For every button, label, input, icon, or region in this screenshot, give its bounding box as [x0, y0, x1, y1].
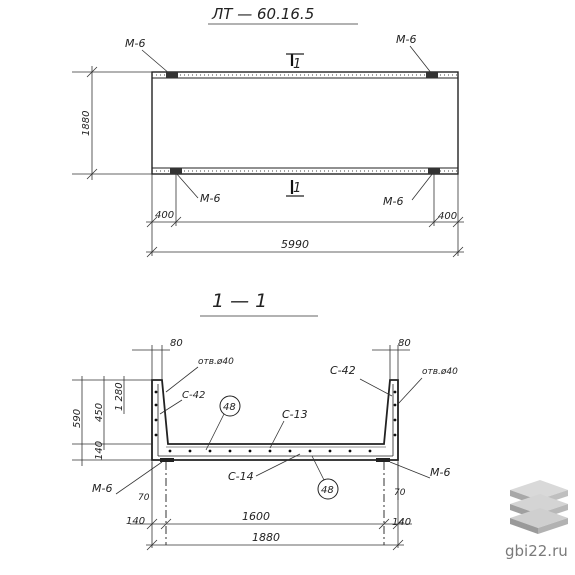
embedded-plate-top-right: [426, 72, 438, 78]
dim-inner-width-value: 1600: [242, 510, 270, 523]
plan-m6-top-right-label: М-6: [396, 33, 416, 46]
hole-right-label: отв.ø40: [422, 367, 458, 377]
callout-bottom-value: 48: [321, 485, 334, 496]
watermark-logo: [510, 480, 568, 534]
dim-wall-left-value: 80: [170, 338, 183, 349]
c13-leader: [269, 420, 285, 449]
embedded-plate-bottom-left: [170, 168, 182, 174]
watermark-text: gbi22.ru: [505, 542, 568, 560]
dim-edge-left-value: 140: [126, 516, 145, 527]
plan-m6-bottom-right-label: М-6: [383, 195, 403, 208]
dim-total-width-tick-left: [146, 539, 158, 551]
dim-height-tick-top: [86, 66, 98, 78]
dim-left-offset-value: 400: [155, 210, 174, 221]
hole-left-label: отв.ø40: [198, 357, 234, 367]
dim-width-tick-3: [378, 518, 390, 530]
dim-length-value: 5990: [281, 238, 309, 251]
dim-wall-right-value: 80: [398, 338, 411, 349]
c13-label: С-13: [282, 408, 308, 421]
callout-top-circle: [219, 395, 241, 417]
callout-top-value: 48: [223, 402, 236, 413]
dim-offset-tick-2: [170, 216, 182, 228]
embedded-plate-top-left: [166, 72, 178, 78]
section-view: 80 80 отв.ø40 отв.ø40 С-42 С-42 С-13 С-1…: [72, 338, 458, 551]
dim-offset-tick-4: [452, 216, 464, 228]
cut-mark-bottom-label: 1: [293, 181, 301, 196]
dim-slab-thickness-value: 140: [94, 441, 105, 460]
dim-total-height-value: 590: [72, 409, 83, 428]
callout-bottom-leader: [311, 455, 325, 481]
plan-outline: [151, 71, 459, 175]
plan-m6-top-left-leader: [141, 49, 171, 75]
section-m6-left-label: М-6: [92, 482, 112, 495]
dim-width-tick-1: [146, 518, 158, 530]
dim-offset-tick-1: [146, 216, 158, 228]
dim-total-width-value: 1880: [252, 531, 280, 544]
section-plate-left: [160, 458, 174, 462]
dim-length-tick-left: [146, 246, 158, 258]
hole-left-leader: [165, 366, 199, 393]
dim-height-tick-bottom: [86, 168, 98, 180]
dim-width-tick-2: [160, 518, 172, 530]
dim-height-value: 1880: [81, 111, 92, 136]
dim-total-width-tick-right: [392, 539, 404, 551]
dim-right-offset-value: 400: [438, 211, 457, 222]
dim-inner-height-value: 450: [94, 403, 105, 422]
embedded-plate-bottom-right: [428, 168, 440, 174]
dim-top-step-value: 1 280: [114, 382, 125, 411]
rebar-dots: [154, 390, 397, 453]
c14-label: С-14: [228, 470, 254, 483]
dim-leg-left-value: 70: [138, 493, 150, 503]
sheet-title: ЛТ — 60.16.5: [211, 5, 314, 23]
section-plate-right: [376, 458, 390, 462]
dim-leg-right-value: 70: [394, 488, 406, 498]
dim-width-tick-4: [392, 518, 404, 530]
plan-m6-bottom-left-leader: [175, 172, 199, 199]
c42-left-leader: [159, 399, 183, 415]
cut-mark-top-label: 1: [293, 57, 301, 72]
callout-top-leader: [205, 413, 225, 451]
plan-m6-top-left-label: М-6: [125, 37, 145, 50]
plan-m6-bottom-right-leader: [411, 172, 434, 201]
hole-right-leader: [397, 377, 423, 405]
c42-right-leader: [359, 378, 393, 397]
plan-m6-bottom-left-label: М-6: [200, 192, 220, 205]
section-m6-right-label: М-6: [430, 466, 450, 479]
callout-bottom-circle: [317, 478, 339, 500]
c42-right-label: С-42: [330, 364, 356, 377]
section-m6-right-leader: [389, 461, 431, 479]
c14-leader: [255, 453, 301, 477]
dim-length-tick-right: [452, 246, 464, 258]
dim-edge-right-value: 140: [392, 517, 411, 528]
plan-m6-top-right-leader: [409, 45, 433, 75]
dim-offset-tick-3: [428, 216, 440, 228]
c42-left-label: С-42: [182, 390, 205, 401]
plan-view: М-6 М-6 М-6 М-6 1 1 1880 400 400: [72, 33, 464, 258]
section-title: 1 — 1: [212, 290, 267, 312]
section-m6-left-leader: [115, 461, 163, 495]
